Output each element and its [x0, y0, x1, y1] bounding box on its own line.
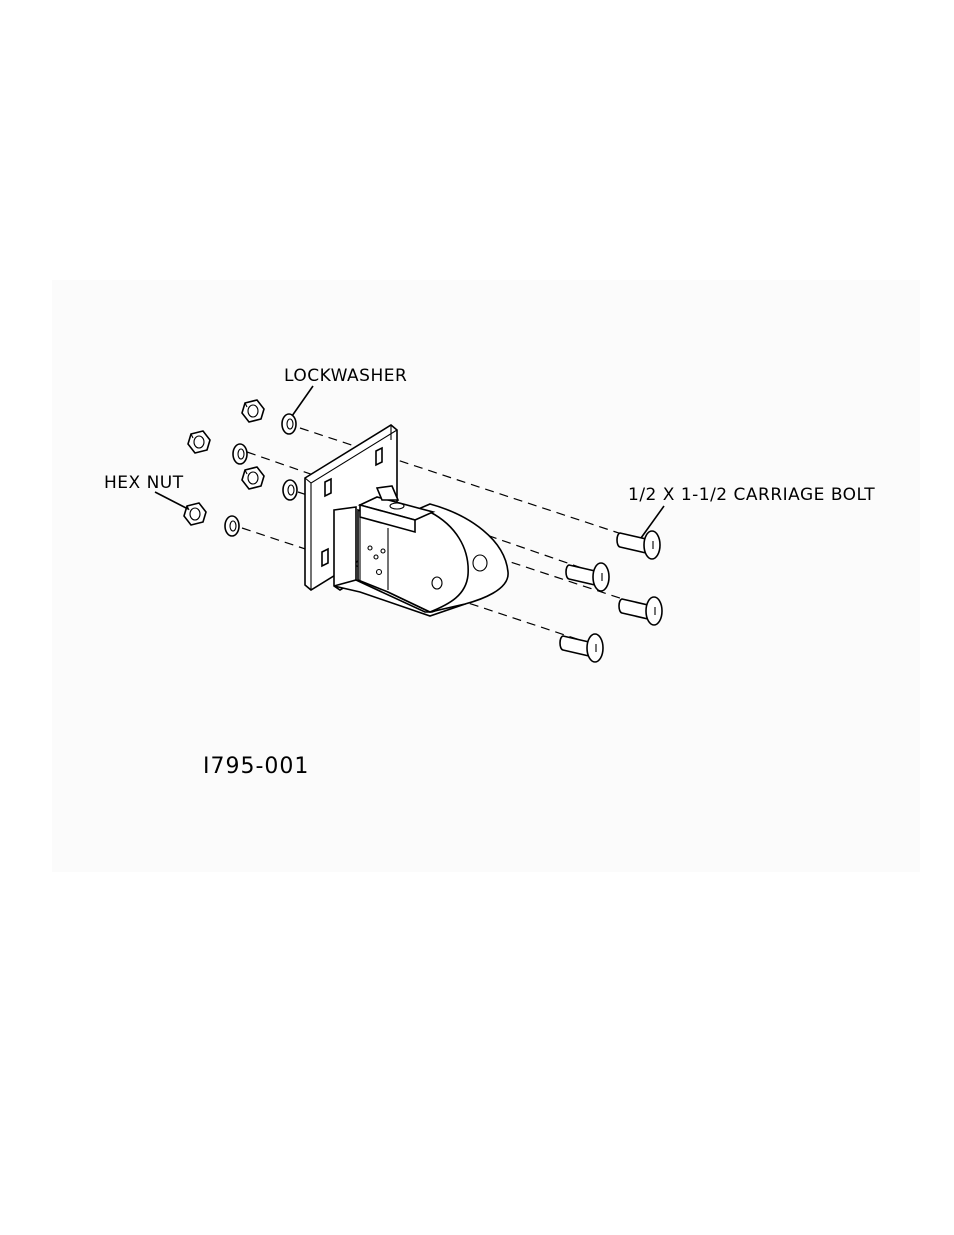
lockwasher-icon: [283, 480, 297, 500]
carriage-bolt-icon: [560, 634, 603, 662]
hex-nut-icon: [184, 503, 206, 525]
lockwasher-icon: [233, 444, 247, 464]
lockwasher-icon: [282, 414, 296, 434]
lockwasher-label: LOCKWASHER: [284, 366, 407, 386]
hex-nut-icon: [242, 400, 264, 422]
carriage-bolt-group: [560, 531, 662, 662]
drawing-number: I795-001: [203, 754, 309, 779]
carriage-bolt-label: 1/2 X 1-1/2 CARRIAGE BOLT: [628, 485, 875, 505]
hex-nut-group: [184, 400, 264, 525]
hinge-bracket: [334, 486, 508, 616]
hex-nut-leader: [155, 492, 188, 509]
plate-slot-lower-left: [322, 549, 328, 566]
hex-nut-icon: [242, 467, 264, 489]
lockwasher-icon: [225, 516, 239, 536]
hex-nut-icon: [188, 431, 210, 453]
carriage-bolt-icon: [619, 597, 662, 625]
carriage-bolt-icon: [617, 531, 660, 559]
hex-nut-label: HEX NUT: [104, 473, 184, 493]
plate-slot-upper-right: [376, 448, 382, 465]
plate-slot-upper-left: [325, 479, 331, 496]
lockwasher-leader: [292, 386, 313, 416]
